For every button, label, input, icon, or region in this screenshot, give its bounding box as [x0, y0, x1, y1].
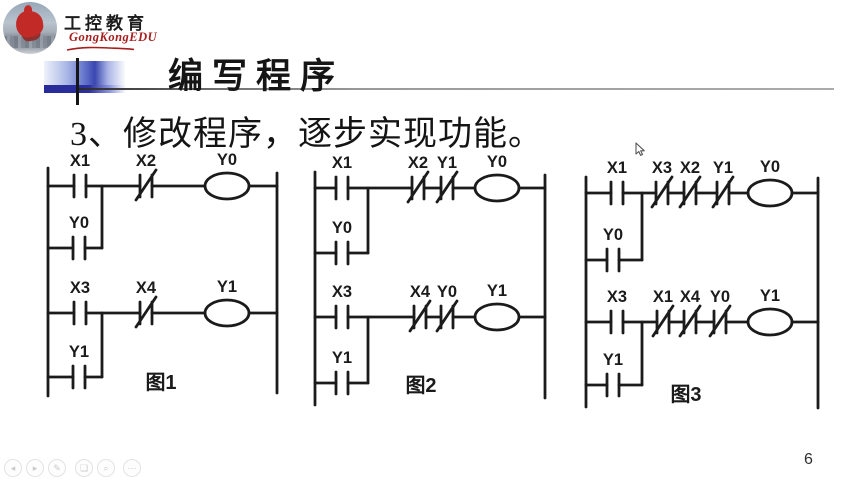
contact-label: Y1: [437, 154, 457, 172]
nc-slash: [435, 170, 459, 204]
control-next-button[interactable]: ▸: [26, 459, 44, 477]
nc-slash: [134, 295, 158, 329]
next-icon: ▸: [32, 462, 38, 473]
header-rule: [78, 88, 834, 90]
contact-label: Y0: [603, 226, 623, 244]
mouse-cursor: [635, 142, 645, 156]
coil-label: Y0: [217, 151, 237, 169]
logo-subtitle: GongKongEDU: [69, 30, 158, 44]
nc-slash: [408, 299, 432, 333]
zoom-icon: ⌕: [103, 462, 109, 473]
header-decoration-square: [44, 61, 126, 89]
nc-slash: [708, 304, 732, 338]
coil: [473, 302, 521, 332]
figure-caption: 图3: [670, 383, 701, 406]
control-slides-button[interactable]: ❏: [75, 459, 93, 477]
nc-slash: [678, 304, 702, 338]
logo-photo: [3, 2, 57, 54]
figure-caption: 图2: [405, 374, 436, 397]
slide-subtitle: 3、修改程序，逐步实现功能。: [70, 116, 543, 153]
coil-label: Y1: [487, 282, 507, 300]
contact-label: Y0: [69, 214, 89, 232]
coil-label: Y0: [760, 158, 780, 176]
contact-label: X3: [652, 159, 672, 177]
prev-icon: ◂: [10, 462, 16, 473]
more-icon: ⋯: [127, 462, 137, 473]
contact-label: X2: [680, 159, 700, 177]
contact-label: X1: [653, 288, 673, 306]
coil-label: Y1: [760, 287, 780, 305]
contact-label: X4: [680, 288, 701, 306]
coil: [203, 171, 251, 201]
coil: [746, 178, 794, 208]
nc-slash: [134, 168, 158, 202]
nc-slash: [650, 175, 674, 209]
logo-buildings: [3, 36, 57, 48]
control-more-button[interactable]: ⋯: [123, 459, 141, 477]
figure-caption: 图1: [145, 371, 176, 394]
contact-label: X1: [332, 154, 352, 172]
contact-label: Y1: [69, 343, 89, 361]
pen-icon: ✎: [53, 462, 61, 473]
page-number: 6: [804, 451, 813, 468]
contact-label: Y0: [710, 288, 730, 306]
coil: [746, 307, 794, 337]
nc-slash: [711, 175, 735, 209]
contact-label: X4: [136, 279, 157, 297]
contact-label: X3: [607, 288, 627, 306]
header-cross-line: [76, 58, 79, 105]
nc-slash: [651, 304, 675, 338]
coil: [473, 173, 521, 203]
contact-label: Y1: [713, 159, 733, 177]
coil-label: Y0: [487, 153, 507, 171]
contact-label: X2: [408, 154, 428, 172]
page-title: 编写程序: [168, 57, 345, 96]
contact-label: X3: [332, 283, 352, 301]
logo-title: 工控教育: [64, 14, 148, 33]
contact-label: X3: [70, 279, 90, 297]
contact-label: X1: [70, 152, 90, 170]
logo-underline: [66, 46, 135, 51]
control-pen-button[interactable]: ✎: [48, 459, 66, 477]
coil: [203, 298, 251, 328]
control-zoom-button[interactable]: ⌕: [97, 459, 115, 477]
contact-label: Y1: [603, 351, 623, 369]
contact-label: X2: [136, 152, 156, 170]
contact-label: X4: [410, 283, 431, 301]
nc-slash: [678, 175, 702, 209]
contact-label: Y1: [332, 349, 352, 367]
contact-label: Y0: [332, 219, 352, 237]
control-prev-button[interactable]: ◂: [4, 459, 22, 477]
contact-label: X1: [607, 159, 627, 177]
nc-slash: [435, 299, 459, 333]
contact-label: Y0: [437, 283, 457, 301]
slides-icon: ❏: [79, 462, 89, 473]
coil-label: Y1: [217, 278, 237, 296]
nc-slash: [406, 170, 430, 204]
